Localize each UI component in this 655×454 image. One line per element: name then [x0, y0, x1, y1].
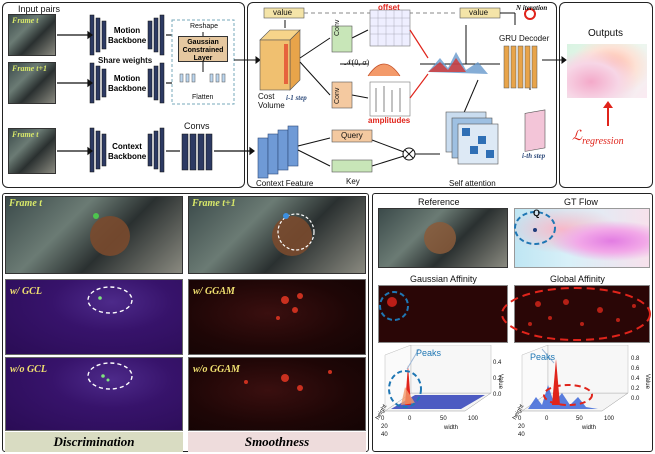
self-attention-label: Self attention — [449, 179, 496, 188]
gaussian-affinity-map — [378, 285, 508, 343]
smoothness-caption-text: Smoothness — [244, 434, 310, 449]
frame-tag: Frame t+1 — [12, 64, 48, 73]
context-backbone-label: Context Backbone — [108, 142, 147, 161]
context-frame-t: Frame t — [8, 128, 56, 174]
key-label: Key — [346, 177, 360, 186]
motion-backbone-label: Motion Backbone — [108, 26, 147, 45]
plot-left-ztick-0: 0.0 — [493, 392, 502, 398]
plot-right-zlabel: Value — [644, 374, 650, 389]
plot-right-ytick-2: 40 — [518, 432, 525, 438]
context-backbone: Context Backbone — [108, 140, 146, 164]
plot-right-ztick-1: 0.2 — [631, 386, 640, 392]
plot-right-ytick-1: 20 — [518, 424, 525, 430]
reshape-label: Reshape — [190, 23, 219, 30]
discrimination-caption-text: Discrimination — [53, 434, 135, 449]
plot-left-ztick-2: 0.4 — [493, 360, 502, 366]
plot-right-xtick-0: 0 — [545, 416, 549, 422]
n-iteration-label: N iteration — [516, 4, 548, 12]
input-frame-t1: Frame t+1 — [8, 62, 56, 104]
plot-left-ytick-2: 40 — [381, 432, 388, 438]
plot-left-ytick-0: 0 — [381, 416, 385, 422]
q-label: Q — [533, 208, 541, 218]
comparison-overlays-svg — [98, 293, 332, 391]
middle-diagram-svg — [257, 7, 567, 179]
w-gcl-label: w/ GCL — [10, 286, 42, 297]
discrimination-caption: Discrimination — [5, 432, 183, 452]
plot-right-ztick-3: 0.6 — [631, 366, 640, 372]
plot-left-zlabel: Value — [497, 374, 503, 389]
plot-right-ztick-2: 0.4 — [631, 376, 640, 382]
plot-right-ytick-0: 0 — [518, 416, 522, 422]
step-i-minus-1-label: i-1 step — [286, 94, 307, 102]
plot-right-xtick-1: 50 — [576, 416, 583, 422]
step-i-label: i-th step — [522, 152, 546, 160]
affinity-overlay-svg — [379, 287, 651, 341]
output-flow-image — [567, 44, 647, 98]
loss-subscript: regression — [582, 135, 624, 147]
gt-flow-image — [514, 208, 650, 268]
plot-left-ytick-1: 20 — [381, 424, 388, 430]
plot-left-xtick-1: 50 — [440, 416, 447, 422]
convs-label: Convs — [184, 121, 210, 131]
gru-decoder-label: GRU Decoder — [499, 34, 550, 43]
plot-right-xlabel: width — [582, 425, 597, 431]
input-frame-t: Frame t — [8, 14, 56, 56]
gt-flow-label: GT Flow — [564, 197, 598, 207]
plot-left-xtick-0: 0 — [408, 416, 412, 422]
plot-left-ztick-1: 0.2 — [493, 376, 502, 382]
flatten-label: Flatten — [192, 94, 214, 101]
wo-ggam-label: w/o GGAM — [193, 364, 240, 375]
query-label: Query — [341, 131, 363, 140]
gaussian-constrained-layer: Gaussian Constrained Layer — [178, 36, 228, 62]
frame-tag: Frame t — [12, 130, 39, 139]
motion-backbone-1: Motion Backbone — [108, 24, 146, 48]
encoder-bars-svg — [57, 14, 261, 173]
frame-tag: Frame t — [12, 16, 39, 25]
plot-right-xtick-2: 100 — [604, 416, 615, 422]
outputs-label: Outputs — [588, 28, 624, 39]
plot-right-ztick-4: 0.8 — [631, 356, 640, 362]
loss-arrow-svg — [603, 101, 613, 126]
frame-tag: Frame t+1 — [192, 198, 236, 209]
context-feature-label: Context Feature — [256, 179, 314, 188]
amplitudes-label: amplitudes — [368, 116, 411, 125]
gaussian-layer-label: Gaussian Constrained Layer — [182, 39, 224, 62]
global-3d-plot — [521, 345, 629, 412]
wo-ggam-map: w/o GGAM — [188, 357, 366, 431]
share-weights-label: Share weights — [98, 56, 153, 65]
value-label-left: value — [273, 8, 293, 17]
peaks-label-left: Peaks — [416, 348, 442, 358]
input-pairs-label: Input pairs — [18, 4, 61, 14]
peaks-label-right: Peaks — [530, 352, 556, 362]
offset-label: offset — [378, 3, 400, 12]
gaussian-affinity-label: Gaussian Affinity — [410, 274, 477, 284]
loss-symbol: ℒ — [572, 129, 583, 144]
wo-gcl-label: w/o GCL — [10, 364, 47, 375]
frame-circles-svg — [90, 213, 315, 256]
reference-label: Reference — [418, 197, 460, 207]
reference-overlay-svg — [424, 211, 556, 254]
noise-label: 𝒩(0, σ) — [344, 58, 370, 67]
plot-left-xtick-2: 100 — [468, 416, 479, 422]
frame-tag: Frame t — [9, 198, 43, 209]
plot-left-xlabel: width — [444, 425, 459, 431]
plot-right-ztick-0: 0.0 — [631, 396, 640, 402]
wo-gcl-map: w/o GCL — [5, 357, 183, 431]
cost-volume-label: Cost Volume — [258, 92, 285, 110]
w-ggam-label: w/ GGAM — [193, 286, 235, 297]
global-affinity-label: Global Affinity — [550, 274, 605, 284]
motion-backbone-label: Motion Backbone — [108, 74, 147, 93]
motion-backbone-2: Motion Backbone — [108, 72, 146, 96]
value-label-right: value — [469, 8, 489, 17]
smoothness-caption: Smoothness — [188, 432, 366, 452]
loss-label: ℒregression — [572, 128, 624, 147]
gaussian-3d-plot — [384, 345, 492, 412]
